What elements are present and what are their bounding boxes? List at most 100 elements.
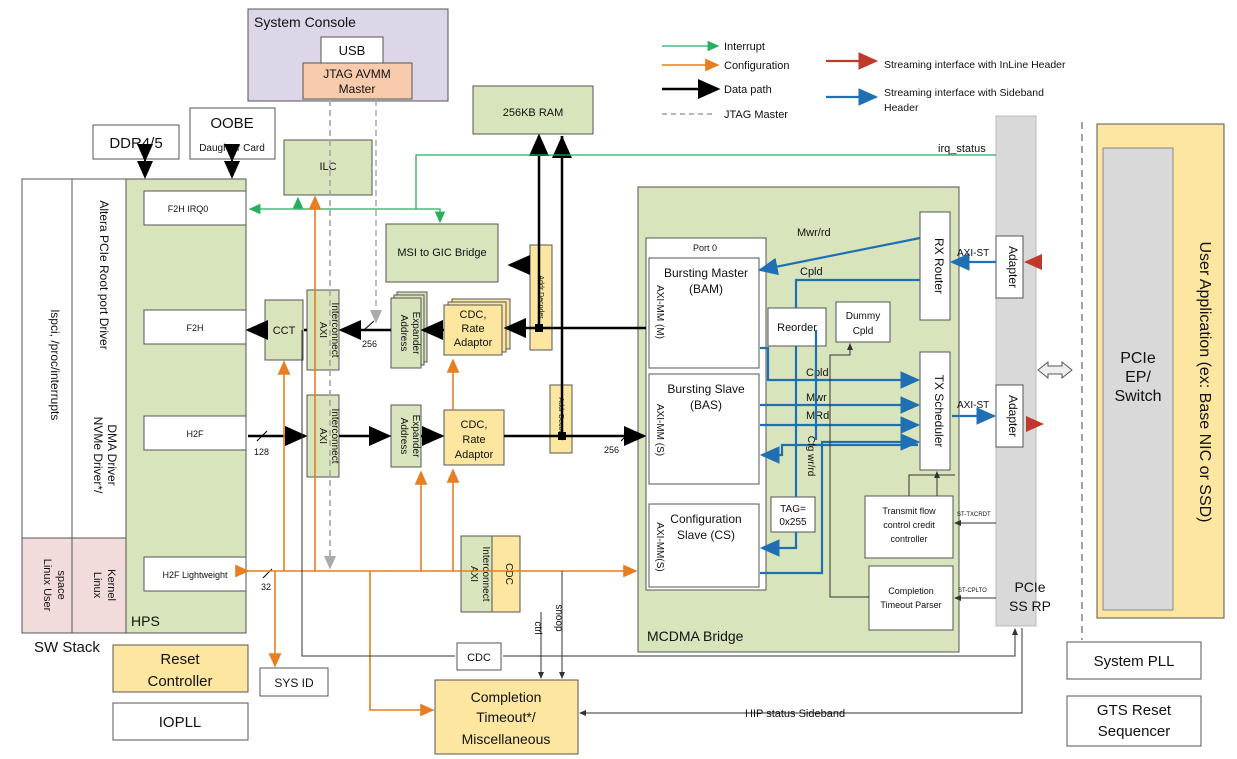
bursting-slave [648,373,760,485]
svg-text:ST-TXCRDT: ST-TXCRDT [957,512,991,518]
svg-text:Switch: Switch [1114,388,1161,405]
cdc-rate-adaptor-f2h [443,304,503,356]
ram-block [472,85,594,135]
legend-stream-sideband: Streaming interface with Sideband [884,87,1044,99]
svg-text:Sequencer: Sequencer [1098,723,1171,740]
cdc-bottom [456,642,502,671]
svg-text:CDC: CDC [503,563,514,585]
msi-gic-label: MSI to GIC Bridge [397,247,486,259]
svg-text:Timeout*/: Timeout*/ [476,709,536,725]
dummy-cpld-block [835,301,891,343]
f2h-irq-port [143,190,247,226]
svg-text:Adapter: Adapter [1006,246,1020,288]
linux-user-space-label: Linux User [41,559,53,612]
rx-router [919,211,951,321]
svg-text:TX Scheduler: TX Scheduler [932,375,946,448]
svg-text:DMA Driver: DMA Driver [105,424,119,485]
svg-text:Reset: Reset [160,651,200,668]
svg-text:MRd: MRd [806,410,829,422]
sys-id [259,667,329,697]
ram-label: 256KB RAM [503,107,564,119]
svg-text:Completion: Completion [888,586,934,596]
svg-text:Interconnect: Interconnect [480,546,491,601]
svg-text:CDC,: CDC, [461,419,488,431]
h2f-port [143,415,247,451]
svg-text:SYS ID: SYS ID [274,676,314,690]
svg-text:Interconnect: Interconnect [329,302,340,357]
hps-block: HPS F2H IRQ0 F2H H2F H2F Lightweight [125,178,247,634]
legend: Interrupt Configuration Data path JTAG M… [662,40,1066,121]
svg-text:Addr Decoder: Addr Decoder [557,397,564,441]
svg-text:AXI-MM (S): AXI-MM (S) [654,404,665,456]
svg-text:AXI-ST: AXI-ST [957,248,989,259]
bursting-master [648,257,760,369]
transmit-flow-controller [864,495,954,559]
system-console: System Console USB JTAG AVMM Master [247,8,449,102]
svg-text:(BAS): (BAS) [690,398,722,412]
cdc-rate-adaptor-h2f [443,409,505,466]
svg-text:F2H: F2H [186,323,203,333]
svg-text:CDC,: CDC, [460,309,487,321]
svg-text:Mwr/rd: Mwr/rd [797,227,831,239]
svg-text:SS RP: SS RP [1009,598,1051,614]
svg-text:Bursting Master: Bursting Master [664,266,748,280]
width-32: 32 [261,582,271,592]
ilc-label: ILC [319,161,336,173]
adapter-rx [995,235,1024,299]
svg-text:control credit: control credit [883,520,935,530]
system-pll [1066,641,1202,680]
svg-text:Reorder: Reorder [777,322,817,334]
axi-interconnect-f2h [306,289,340,371]
svg-text:System PLL: System PLL [1094,653,1175,670]
svg-text:Address: Address [398,418,409,455]
svg-text:controller: controller [890,534,927,544]
width-128: 128 [254,447,269,457]
axi-interconnect-h2f [306,394,340,478]
legend-stream-sideband-2: Header [884,102,919,114]
width-256-b: 256 [604,445,619,455]
svg-text:Controller: Controller [147,673,212,690]
system-console-title: System Console [254,14,356,30]
svg-text:AXI-MM (M): AXI-MM (M) [654,285,665,339]
legend-stream-inline: Streaming interface with InLine Header [884,59,1066,71]
svg-text:Rate: Rate [462,434,485,446]
svg-text:Configuration: Configuration [670,512,741,526]
svg-text:Completion: Completion [471,689,542,705]
svg-text:Expander: Expander [410,312,421,355]
svg-text:GTS Reset: GTS Reset [1097,702,1172,719]
svg-text:Port 0: Port 0 [693,243,717,253]
svg-text:0x255: 0x255 [779,517,807,528]
svg-text:Timeout Parser: Timeout Parser [880,600,941,610]
svg-text:AXI: AXI [468,566,479,582]
ctrl-label: ctrl [532,621,543,634]
svg-text:Rate: Rate [461,323,484,335]
width-256-a: 256 [362,339,377,349]
legend-configuration: Configuration [724,60,789,72]
svg-text:AXI: AXI [317,428,328,444]
svg-text:H2F Lightweight: H2F Lightweight [162,570,228,580]
svg-text:Cfg wr/rd: Cfg wr/rd [805,436,816,477]
legend-data-path: Data path [724,84,772,96]
svg-text:Adapter: Adapter [1006,395,1020,437]
ilc-block [283,139,373,196]
legend-jtag-master: JTAG Master [724,109,788,121]
mcdma-label: MCDMA Bridge [647,628,744,644]
svg-text:F2H IRQ0: F2H IRQ0 [168,204,209,214]
svg-text:AXI-MM(S): AXI-MM(S) [654,522,665,571]
addr-decoder-top [529,244,553,351]
svg-text:Miscellaneous: Miscellaneous [462,731,551,747]
cct-block [264,299,304,361]
svg-text:Addr Decoder: Addr Decoder [537,275,544,319]
pcie-ep-label: PCIe [1120,350,1156,367]
svg-text:Slave (CS): Slave (CS) [677,528,735,542]
completion-timeout-misc [434,679,579,755]
tag-block [770,496,816,533]
root-port-driver-label: Altera PCIe Root port Driver [97,200,111,349]
address-expander-h2f [390,404,422,468]
svg-text:Adaptor: Adaptor [455,449,494,461]
adapter-tx [995,384,1024,448]
completion-timeout-parser [868,565,954,631]
ddr-label: DDR4/5 [109,135,162,152]
usb-label: USB [339,43,366,58]
